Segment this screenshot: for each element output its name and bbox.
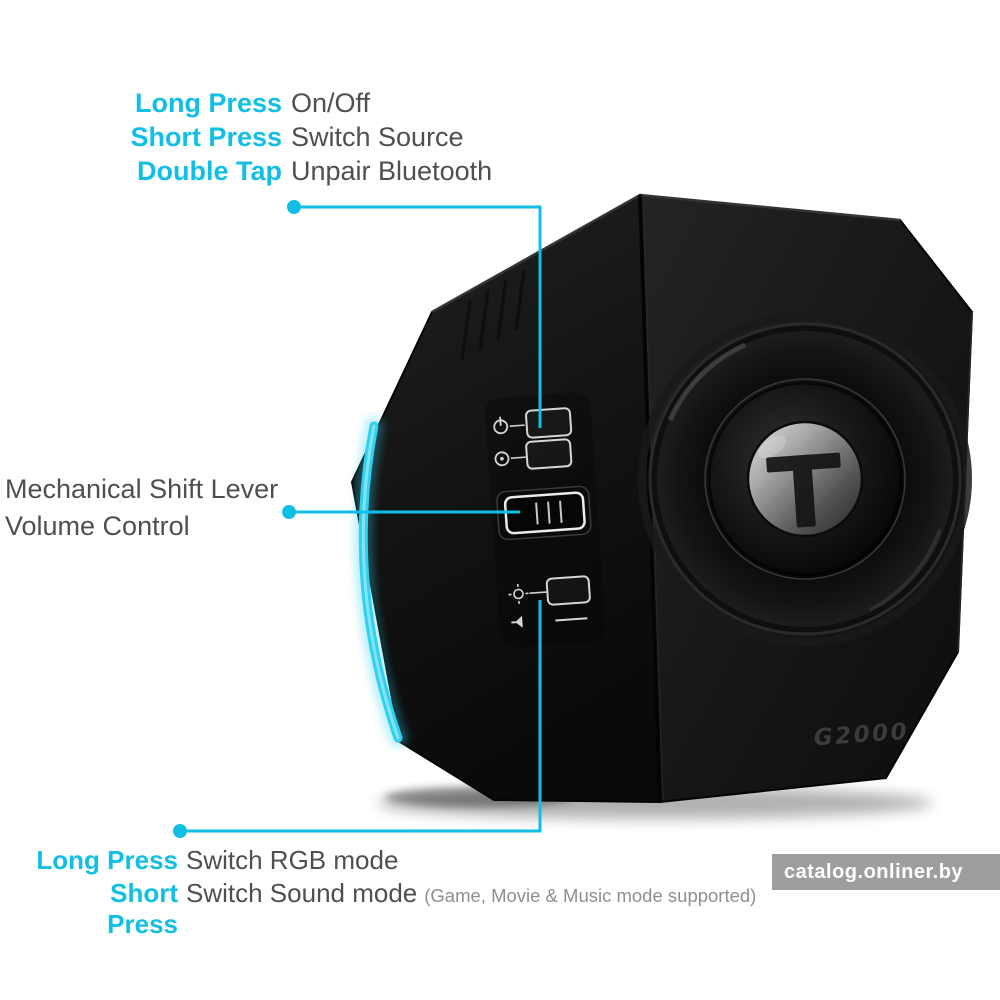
rgb-mode-icon — [508, 583, 529, 605]
speaker-photo: G2000 — [350, 193, 974, 819]
callout-dot-top — [287, 200, 301, 214]
power-button — [525, 407, 573, 439]
dome-reflection — [766, 452, 841, 528]
control-panel — [484, 392, 606, 648]
callout-lines — [173, 200, 542, 838]
sound-mode-icon — [511, 615, 523, 628]
callout-dot-middle — [282, 505, 296, 519]
source-button — [525, 438, 573, 470]
speaker-driver — [638, 312, 972, 646]
volume-lever — [496, 485, 592, 541]
watermark: catalog.onliner.by — [772, 854, 1000, 890]
vent-grooves — [460, 269, 526, 361]
led-strip-core — [361, 424, 400, 740]
connector-line — [529, 591, 547, 595]
connector-line — [510, 456, 526, 459]
callout-line-bottom — [180, 600, 542, 833]
connector-line — [509, 424, 525, 427]
power-icon — [493, 416, 509, 435]
callout-line-top — [294, 205, 542, 428]
mode-button — [545, 575, 591, 606]
mode-underline — [555, 617, 588, 622]
source-icon — [494, 451, 510, 467]
dome-specular — [758, 435, 786, 459]
watermark-text: catalog.onliner.by — [784, 860, 964, 883]
callout-dot-bottom — [173, 824, 187, 838]
